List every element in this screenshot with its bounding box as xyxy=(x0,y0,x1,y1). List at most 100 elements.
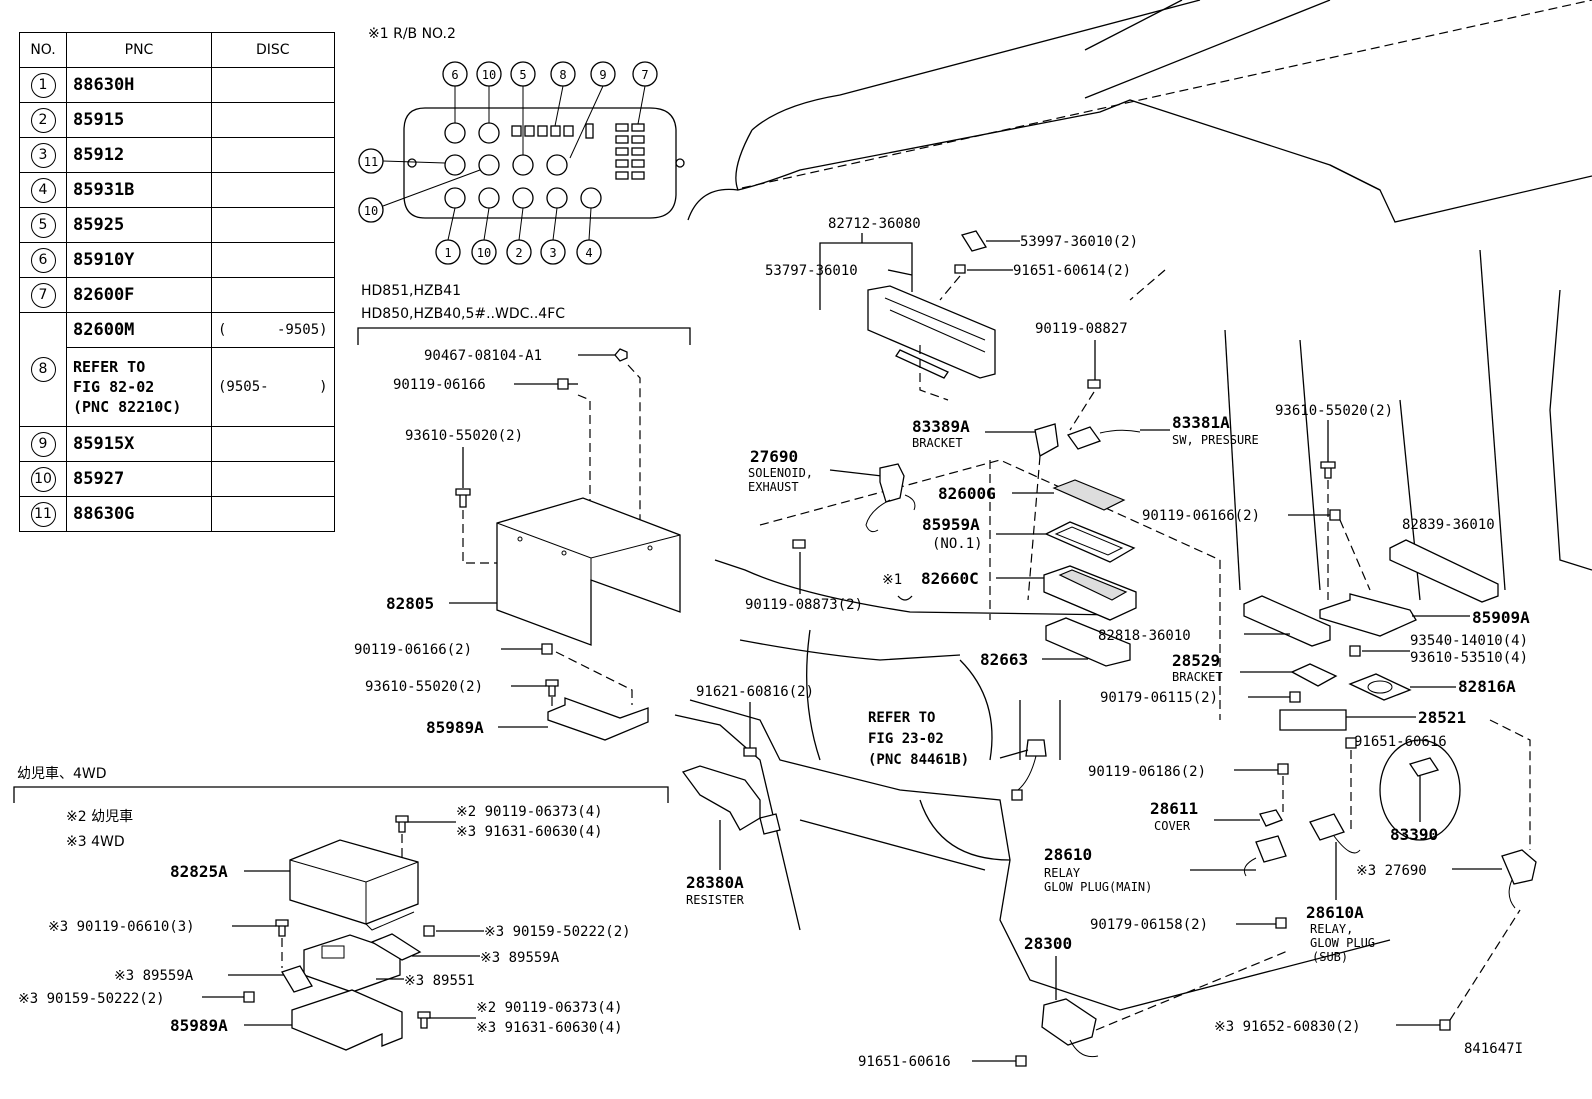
part-label: 91651-60616 xyxy=(858,1054,951,1070)
part-label: 90119-08873(2) xyxy=(745,597,863,613)
group-note: ※3 4WD xyxy=(66,834,125,850)
screw-icon xyxy=(395,815,409,833)
part-label: 28300 xyxy=(1024,934,1072,953)
part-label: 28529 xyxy=(1172,651,1220,670)
part-label: 82663 xyxy=(980,650,1028,669)
part-label: 28610 xyxy=(1044,845,1092,864)
rb-callout: 5 xyxy=(519,68,526,82)
part-label: 91651-60614(2) xyxy=(1013,263,1131,279)
relay-28610A xyxy=(1309,813,1345,841)
rb-callout: 6 xyxy=(451,68,458,82)
part-caption: GLOW PLUG xyxy=(1310,936,1375,950)
part-label: 90467-08104-A1 xyxy=(424,348,542,364)
part-caption: BRACKET xyxy=(912,436,963,450)
pnc-cell: 85931B xyxy=(66,172,212,208)
part-caption: RESISTER xyxy=(686,893,745,907)
screw-icon xyxy=(1349,645,1361,657)
part-label: ※3 90159-50222(2) xyxy=(18,991,165,1007)
part-caption: RELAY xyxy=(1044,866,1081,880)
grommet-82816A xyxy=(1348,673,1412,701)
bracket-83389A xyxy=(1034,423,1059,458)
part-label: ※3 91631-60630(4) xyxy=(456,824,603,840)
disc-cell: (9505- ) xyxy=(211,347,335,427)
disc-cell xyxy=(211,67,335,103)
row-number-badge: 5 xyxy=(30,212,56,238)
disc-cell xyxy=(211,172,335,208)
rb-callout: 8 xyxy=(559,68,566,82)
part-label: ※3 91631-60630(4) xyxy=(476,1020,623,1036)
part-label: ※2 90119-06373(4) xyxy=(476,1000,623,1016)
pnc-refer-line: FIG 82-02 xyxy=(73,378,155,396)
part-label: 28380A xyxy=(686,873,744,892)
bolt-icon xyxy=(743,747,757,757)
row-number-badge: 11 xyxy=(30,501,56,527)
hd-group-line2: HD850,HZB40,5#..WDC..4FC xyxy=(361,306,565,322)
part-label: 83381A xyxy=(1172,413,1230,432)
right-mid-parts: 90119-06166(2) 82839-36010 85909A 82818-… xyxy=(1098,508,1530,731)
rb-callout: 10 xyxy=(482,68,496,82)
part-caption: (SUB) xyxy=(1312,950,1348,964)
figure-id: 841647I xyxy=(1464,1041,1523,1057)
screw-icon xyxy=(954,264,966,274)
nut-icon xyxy=(1275,917,1287,929)
rb-title: ※1 R/B NO.2 xyxy=(368,26,456,42)
hd-group: HD851,HZB41 HD850,HZB40,5#..WDC..4FC 904… xyxy=(354,283,691,741)
relay-block-detail: ※1 R/B NO.2 xyxy=(358,26,685,265)
pnc-refer-line: REFER TO xyxy=(73,358,146,376)
bolt-icon xyxy=(1329,509,1341,521)
bolt-icon xyxy=(792,539,806,549)
row-number-badge: 8 xyxy=(30,357,56,382)
bolt-icon xyxy=(557,378,569,390)
solenoid-27690 xyxy=(879,463,905,503)
part-label: 93610-53510(4) xyxy=(1410,650,1528,666)
bracket-89559A-left xyxy=(281,965,313,993)
box-28521 xyxy=(1279,709,1347,731)
trim-strip xyxy=(895,349,949,379)
part-label: 28521 xyxy=(1418,708,1466,727)
table-row: 9 85915X xyxy=(19,426,335,462)
lamp-socket xyxy=(1025,739,1047,757)
row-number-badge: 4 xyxy=(30,177,56,203)
bracket-85989A xyxy=(547,697,649,741)
disc-cell xyxy=(211,137,335,173)
rb-sockets xyxy=(444,122,645,209)
refer-text: REFER TO xyxy=(868,710,935,726)
rb-callout: 3 xyxy=(549,246,556,260)
col-header-no: NO. xyxy=(19,32,67,68)
part-label: 93540-14010(4) xyxy=(1410,633,1528,649)
part-caption: SW, PRESSURE xyxy=(1172,433,1259,447)
pnc-cell: 88630H xyxy=(66,67,212,103)
rb-callout: 11 xyxy=(364,155,378,169)
disc-cell: ( -9505) xyxy=(211,312,335,348)
part-label: 90179-06115(2) xyxy=(1100,690,1218,706)
part-label: 82600G xyxy=(938,484,996,503)
relay-28300 xyxy=(1041,998,1097,1046)
pnc-cell: 85915X xyxy=(66,426,212,462)
pnc-table: NO. PNC DISC 1 88630H 2 85915 3 85912 4 … xyxy=(19,32,335,532)
sensor-83390 xyxy=(1408,757,1440,777)
part-caption: SOLENOID, xyxy=(748,466,813,480)
bracket-28529 xyxy=(1290,663,1338,687)
row-number-badge: 9 xyxy=(30,431,56,457)
rb-callouts-top: 6 10 5 8 9 7 xyxy=(442,61,658,159)
middle-parts: 27690 SOLENOID, EXHAUST 82600G 85959A (N… xyxy=(745,447,1137,669)
group-4wd: 幼児車、4WD ※2 幼児車 ※3 4WD ※2 90119-06373(4) … xyxy=(13,765,669,1051)
part-label: ※1 xyxy=(882,572,902,588)
relay-82600G xyxy=(1052,479,1126,511)
part-label: 82712-36080 xyxy=(828,216,921,232)
screw-icon xyxy=(417,1011,431,1029)
group-note: ※2 幼児車 xyxy=(66,808,133,825)
table-row: 3 85912 xyxy=(19,137,335,173)
part-label: 93610-55020(2) xyxy=(1275,403,1393,419)
pnc-refer-line: (PNC 82210C) xyxy=(73,398,182,416)
part-label: 28611 xyxy=(1150,799,1198,818)
strip-82839 xyxy=(1389,539,1499,603)
bolt-icon xyxy=(1277,763,1289,775)
table-row: 10 85927 xyxy=(19,461,335,497)
table-row: 5 85925 xyxy=(19,207,335,243)
part-label: 82816A xyxy=(1458,677,1516,696)
bracket-89559A-right xyxy=(370,933,422,961)
rb-outline xyxy=(403,107,677,219)
bolt-icon xyxy=(541,643,553,655)
disc-cell xyxy=(211,426,335,462)
